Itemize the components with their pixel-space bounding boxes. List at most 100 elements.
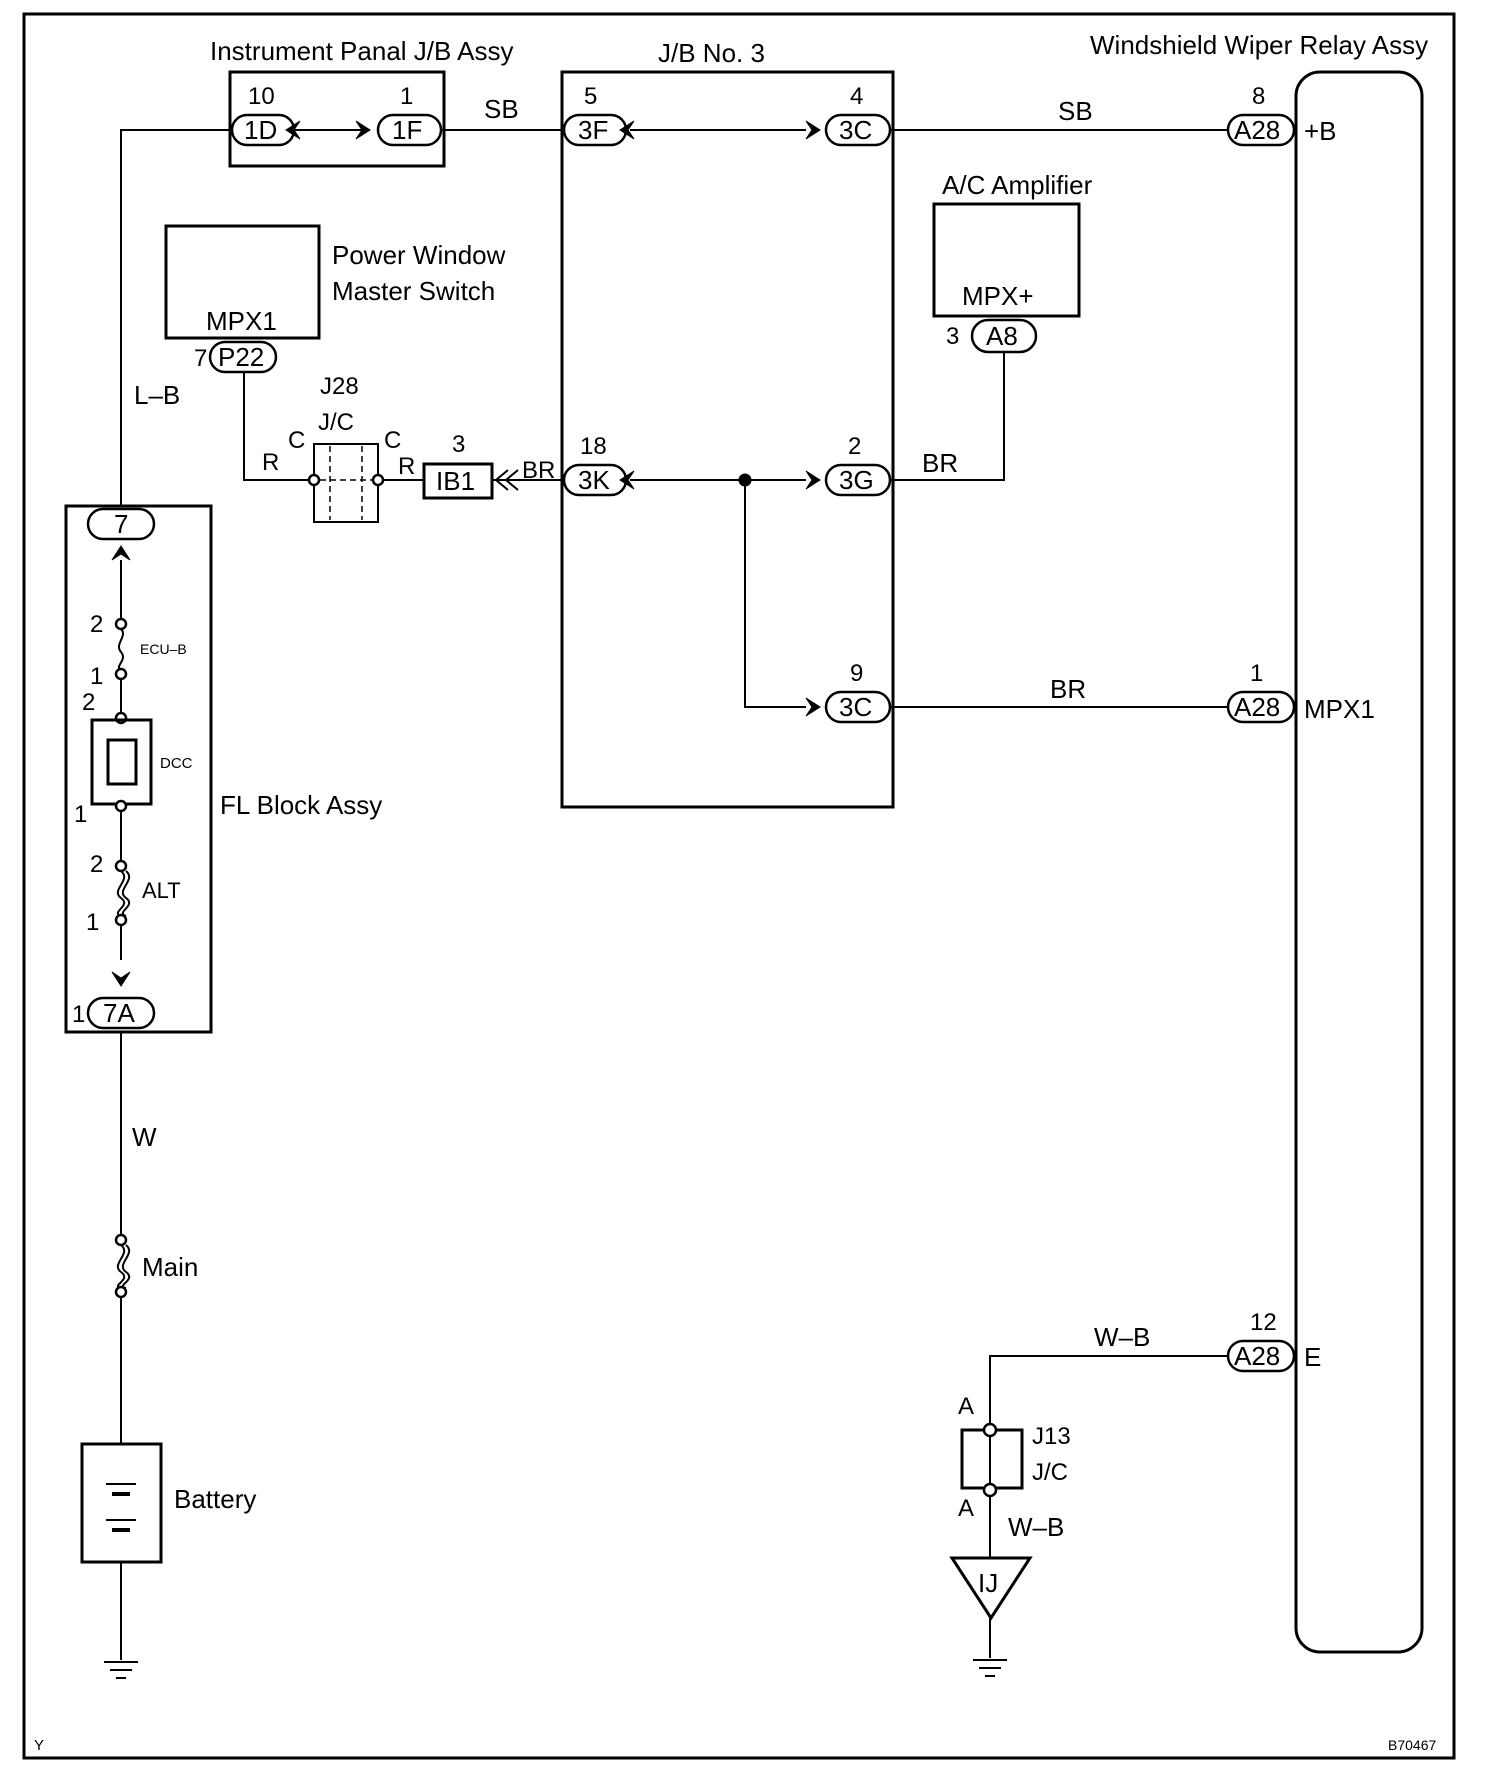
fuse-dcc-name: DCC (160, 755, 193, 772)
connector-1d: 1D (230, 113, 296, 147)
relay-terminal-mpx1: MPX1 (1304, 694, 1375, 724)
connector-p22-code: P22 (218, 342, 264, 372)
ground-ij-triangle (949, 1556, 1033, 1621)
j13-pin-bottom: A (958, 1495, 974, 1522)
connector-3g: 3G (824, 463, 892, 497)
connector-3c-top: 3C (824, 113, 892, 147)
connector-a28-e-code: A28 (1234, 1341, 1280, 1371)
ib1-arrow (494, 469, 519, 491)
connector-3c-top-code: 3C (839, 115, 872, 145)
fuse-alt (114, 859, 131, 927)
battery-label: Battery (174, 1484, 256, 1514)
j13-type: J/C (1032, 1459, 1068, 1486)
connector-fl-7a: 7A (86, 996, 156, 1030)
connector-p22: P22 (208, 340, 278, 374)
connector-a28-mpx1: A28 (1226, 690, 1296, 724)
connector-3f-code: 3F (578, 115, 608, 145)
corner-label: Y (34, 1737, 44, 1754)
wire-label-wb-1: W–B (1094, 1322, 1150, 1352)
j28-label: J28 (320, 373, 359, 400)
j13-pin-top: A (958, 1393, 974, 1420)
wire-label-w: W (132, 1122, 157, 1152)
connector-a28-b: A28 (1226, 113, 1296, 147)
fuse-dcc-pin-bottom: 1 (74, 801, 87, 828)
fuse-main (114, 1233, 131, 1299)
connector-a8: A8 (970, 318, 1038, 354)
fuse-ecu-b-pin-bottom: 1 (90, 663, 103, 690)
connector-3c-top-pin: 4 (850, 83, 863, 110)
connector-ib1-code: IB1 (436, 466, 475, 496)
ac-amplifier-label: A/C Amplifier (942, 170, 1093, 200)
ground-symbol (104, 1661, 138, 1679)
power-window-box (164, 224, 321, 340)
wire-label-br-2: BR (922, 448, 958, 478)
j13-label: J13 (1032, 1423, 1071, 1450)
connector-3f-pin: 5 (584, 83, 597, 110)
connector-a28-b-code: A28 (1234, 115, 1280, 145)
connector-1d-code: 1D (244, 115, 277, 145)
wire-label-br-1: BR (522, 457, 555, 484)
wire-label-lb: L–B (134, 380, 180, 410)
fuse-ecu-b-pin-top: 2 (90, 611, 103, 638)
connector-1f-pin: 1 (400, 83, 413, 110)
ac-amplifier-terminal: MPX+ (962, 281, 1034, 311)
connector-fl-7a-code: 7A (103, 998, 135, 1028)
connector-1d-pin: 10 (248, 83, 275, 110)
wire-label-sb-1: SB (484, 94, 519, 124)
j28-junction (307, 443, 385, 523)
wire-label-r-1: R (262, 449, 279, 476)
connector-a28-mpx1-pin: 1 (1250, 660, 1263, 687)
jb-no3-box (560, 70, 895, 809)
connector-3c-low-code: 3C (839, 692, 872, 722)
connector-a28-e-pin: 12 (1250, 1309, 1277, 1336)
j13-junction (960, 1422, 1024, 1498)
wire-label-r-2: R (398, 453, 415, 480)
connector-fl-7a-pin: 1 (72, 1001, 85, 1028)
wire-label-br-3: BR (1050, 674, 1086, 704)
fl-block-label: FL Block Assy (220, 790, 382, 820)
wiper-relay-label: Windshield Wiper Relay Assy (1090, 30, 1428, 60)
connector-a28-mpx1-code: A28 (1234, 692, 1280, 722)
j28-type: J/C (318, 409, 354, 436)
connector-1f: 1F (376, 113, 443, 147)
ground-ij-code: IJ (978, 1568, 998, 1598)
fuse-alt-name: ALT (142, 878, 181, 903)
power-window-terminal: MPX1 (206, 306, 277, 336)
connector-3k: 3K (562, 463, 628, 497)
wire-label-sb-2: SB (1058, 96, 1093, 126)
fuse-main-name: Main (142, 1252, 198, 1282)
jb-no3-label: J/B No. 3 (658, 38, 765, 68)
ground-symbol (973, 1659, 1007, 1677)
connector-p22-pin: 7 (194, 345, 207, 372)
fuse-dcc-pin-top: 2 (82, 689, 95, 716)
fuse-ecu-b-name: ECU–B (140, 641, 187, 657)
connector-3c-low-pin: 9 (850, 660, 863, 687)
fuse-dcc (90, 711, 153, 813)
drawing-code: B70467 (1388, 1737, 1436, 1753)
connector-3k-pin: 18 (580, 433, 607, 460)
j28-pin-left: C (288, 427, 305, 454)
connector-a28-e: A28 (1226, 1339, 1296, 1373)
power-window-label-2: Master Switch (332, 276, 495, 306)
instrument-panel-jb-box (228, 70, 446, 168)
relay-terminal-e: E (1304, 1342, 1321, 1372)
fuse-alt-pin-bottom: 1 (86, 909, 99, 936)
connector-3g-pin: 2 (848, 433, 861, 460)
splice-dot (738, 473, 752, 487)
connector-3k-code: 3K (578, 465, 610, 495)
connector-a8-pin: 3 (946, 323, 959, 350)
connector-fl-7-code: 7 (114, 509, 128, 539)
connector-a8-code: A8 (986, 321, 1018, 351)
page-frame (22, 12, 1456, 1760)
connector-3f: 3F (562, 113, 628, 147)
connector-1f-code: 1F (392, 115, 422, 145)
battery-symbol (80, 1442, 163, 1564)
relay-terminal-b: +B (1304, 116, 1337, 146)
connector-3g-code: 3G (839, 465, 874, 495)
wiper-relay-box (1294, 70, 1424, 1654)
connector-ib1-pin: 3 (452, 431, 465, 458)
j28-pin-right: C (384, 427, 401, 454)
wires (120, 129, 1228, 1660)
power-window-label-1: Power Window (332, 240, 506, 270)
